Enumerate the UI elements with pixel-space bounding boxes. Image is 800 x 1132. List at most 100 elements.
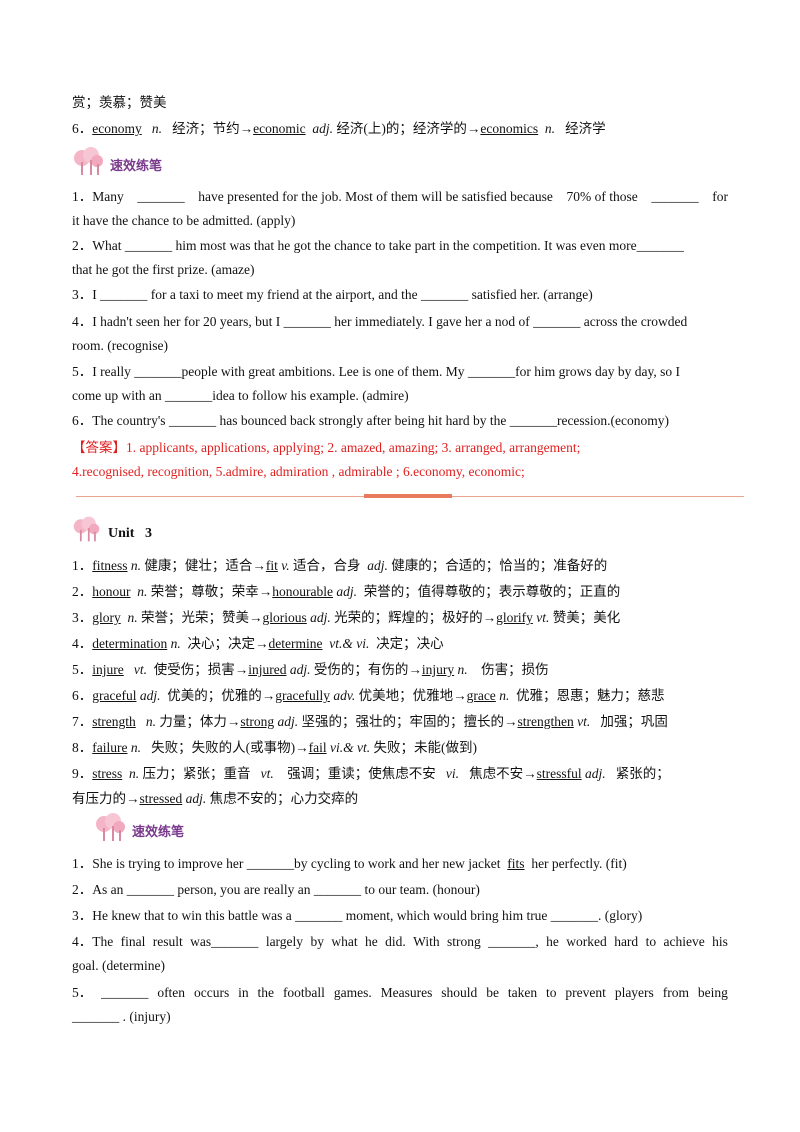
part-of-speech: n. [130,584,151,599]
vocab-word: gracefully [275,688,330,703]
blank: _______ [651,189,699,204]
part-of-speech: n. [167,636,185,651]
text-segment: 1．She is trying to improve her _______by… [72,856,501,871]
vocab-word: glorious [262,610,307,625]
vocab-word: determination [92,636,168,651]
blank: _______ [137,189,185,204]
vocab-word: economy [92,121,142,136]
vocab-word: economic [253,121,306,136]
word: should [441,985,478,1000]
definition: 经济；节约→ [172,121,254,136]
vocab-item: 7．strength n. 力量；体力→strong adj. 坚强的；强壮的；… [72,713,668,731]
vocab-word: fit [265,558,278,573]
unit-number: 3 [144,526,152,541]
word: 4．The [72,934,114,949]
word: prevent [565,985,606,1000]
section-divider-accent [364,494,452,498]
definition: 有压力的→ [72,791,140,806]
word: result [152,934,183,949]
definition: 决心；决定→ [184,636,269,651]
vocab-item: 9．stress n. 压力；紧张；重音 vt. 强调；重读；使焦虑不安 vi.… [72,765,670,783]
part-of-speech: adj. [581,766,610,781]
definition: 光荣的；辉煌的；极好的→ [334,610,497,625]
exercise-5-line-1: 5．I really _______people with great ambi… [72,364,681,379]
part-of-speech: n. [495,688,513,703]
vocab-word: graceful [92,688,137,703]
definition: 失败；未能(做到) [373,740,477,755]
tree-icon [74,147,103,175]
definition: 荣誉；光荣；赞美→ [141,610,263,625]
definition: 经济(上)的；经济学的→ [336,121,481,136]
part-of-speech: n. [127,558,145,573]
item-number: 7． [72,714,93,729]
word: be [486,985,499,1000]
unit-label: Unit [108,526,135,541]
word: to [546,985,557,1000]
part-of-speech: vt. [532,610,553,625]
definition: 决定；决心 [372,636,444,651]
vocab-word: fail [308,740,327,755]
answer-line-2: 4.recognised, recognition, 5.admire, adm… [72,464,525,479]
definition: 优美的；优雅的→ [163,688,276,703]
part-of-speech: n. [127,740,145,755]
part-of-speech: vi.& vt. [326,740,374,755]
vocab-line-continued: 赏；羡慕；赞美 [72,95,167,110]
vocab-word: glorify [496,610,533,625]
part-of-speech: n. [544,121,555,136]
definition: 健康；健壮；适合→ [144,558,266,573]
exercise-b5-line-2: _______ . (injury) [72,1009,171,1024]
item-number: 1． [72,558,93,573]
vocab-word: determine [268,636,323,651]
definition: 焦虑不安→ [462,766,537,781]
word: in [238,985,249,1000]
definition: 荣誉；尊敬；荣幸→ [150,584,273,599]
vocab-item: 4．determination n. 决心；决定→determine vt.& … [72,635,444,653]
item-number: 5． [72,662,93,677]
text-segment: have presented for the job. Most of them… [198,189,553,204]
vocab-word: injured [248,662,287,677]
part-of-speech: n. [454,662,472,677]
part-of-speech: v. [277,558,293,573]
vocab-word: honourable [272,584,333,599]
word: he [364,934,378,949]
vocab-word: economics [480,121,539,136]
word: With [413,934,440,949]
vocab-item-6: 6．economy n. 经济；节约→economic adj. 经济(上)的；… [72,120,606,138]
vocab-word: grace [466,688,496,703]
definition: 经济学 [565,121,606,136]
word: taken [507,985,538,1000]
word: players [614,985,654,1000]
word: football [282,985,325,1000]
definition: 压力；紧张；重音 [142,766,251,781]
vocab-item: 3．glory n. 荣誉；光荣；赞美→glorious adj. 光荣的；辉煌… [72,609,620,627]
tree-icon [73,516,100,542]
part-of-speech: adj. [306,610,335,625]
word: final [120,934,146,949]
exercise-2-line-2: that he got the first prize. (amaze) [72,262,255,277]
exercise-2-line-1: 2．What _______ him most was that he got … [72,238,684,253]
definition: 适合，合身 [293,558,361,573]
underlined-word: fits [507,856,525,871]
vocab-item: 5．injure vt. 使受伤；损害→injured adj. 受伤的；有伤的… [72,661,549,679]
word: by [310,934,324,949]
word: occurs [193,985,230,1000]
definition: 紧张的； [609,766,670,781]
part-of-speech: adj. [312,121,333,136]
vocab-word: injure [92,662,124,677]
vocab-word: glory [92,610,121,625]
item-number: 2． [72,584,93,599]
definition: 强调；重读；使焦虑不安 [277,766,436,781]
part-of-speech: adj. [332,584,361,599]
section-heading-practice: 速效练笔 [94,812,184,842]
item-number: 3． [72,610,93,625]
definition: 焦虑不安的；心力交瘁的 [209,791,359,806]
exercise-b4-line-2: goal. (determine) [72,958,165,973]
definition: 优美地；优雅地→ [358,688,467,703]
section-heading-practice: 速效练笔 [72,146,162,176]
section-title: 速效练笔 [132,825,185,840]
tree-icon [96,813,125,841]
part-of-speech: adv. [329,688,359,703]
vocab-word: honour [92,584,131,599]
definition: 受伤的；有伤的→ [313,662,422,677]
word: to [645,934,657,949]
